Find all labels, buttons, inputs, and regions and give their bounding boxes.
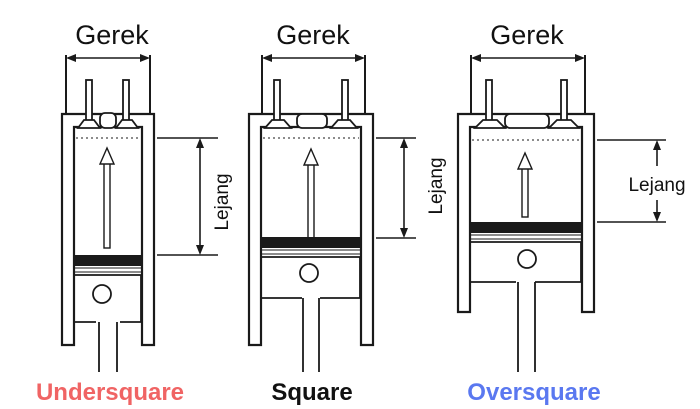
engine-undersquare: Gerek xyxy=(36,20,233,406)
piston-pin-icon xyxy=(299,263,319,283)
bore-dimension xyxy=(65,54,151,115)
spark-plug-icon xyxy=(504,113,550,129)
stroke-dimension xyxy=(376,137,416,239)
spark-plug-icon xyxy=(296,113,328,129)
caption-square: Square xyxy=(271,379,352,406)
bore-label: Gerek xyxy=(75,20,149,50)
piston-pin-icon xyxy=(92,284,112,304)
connecting-rod xyxy=(517,282,536,372)
piston-motion-arrow-icon xyxy=(302,147,320,239)
stroke-label: Lejang xyxy=(212,173,233,230)
piston xyxy=(75,255,142,323)
valves xyxy=(472,79,582,129)
stroke-label: Lejang xyxy=(426,157,447,214)
valves xyxy=(263,79,359,129)
stroke-dimension xyxy=(157,137,218,256)
piston-motion-arrow-icon xyxy=(98,146,116,249)
valves xyxy=(76,79,140,129)
connecting-rod xyxy=(302,298,320,372)
piston-pin-icon xyxy=(517,249,537,269)
bore-label: Gerek xyxy=(490,20,564,50)
engine-square: Gerek xyxy=(247,20,447,406)
stroke-label: Lejang xyxy=(628,175,685,196)
bore-label: Gerek xyxy=(276,20,350,50)
bore-dimension xyxy=(470,54,586,115)
engine-oversquare: Gerek xyxy=(456,20,686,406)
spark-plug-icon xyxy=(99,112,117,129)
caption-oversquare: Oversquare xyxy=(467,379,600,406)
connecting-rod xyxy=(98,322,118,372)
piston-motion-arrow-icon xyxy=(516,151,534,218)
piston xyxy=(262,237,361,299)
stroke-dimension xyxy=(597,139,666,223)
caption-undersquare: Undersquare xyxy=(36,379,184,406)
piston xyxy=(471,222,582,283)
bore-dimension xyxy=(261,54,366,115)
